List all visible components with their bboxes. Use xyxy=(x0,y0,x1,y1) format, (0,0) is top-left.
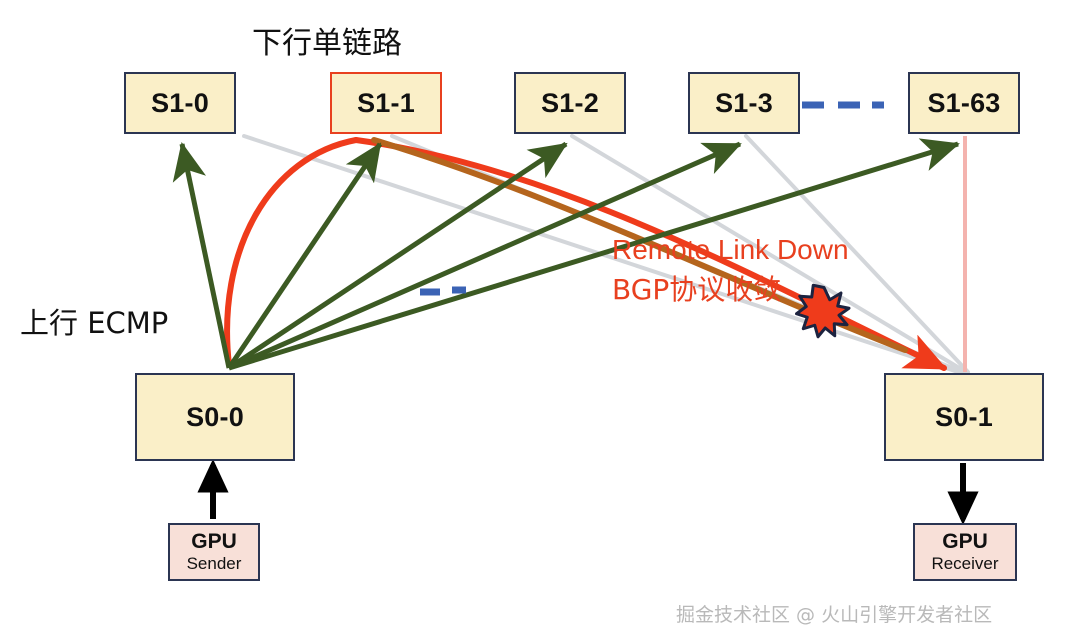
burst-icon xyxy=(795,283,851,339)
leaf-node-s0-0[interactable]: S0-0 xyxy=(135,373,295,461)
spine-node-label: S1-0 xyxy=(151,87,209,118)
leaf-node-label: S0-1 xyxy=(935,401,993,432)
gpu-sender-title: GPU xyxy=(191,530,237,554)
gpu-receiver-role: Receiver xyxy=(931,554,999,574)
gpu-sender-role: Sender xyxy=(186,554,242,574)
ellipsis-group xyxy=(420,101,884,296)
uplink-s1-1 xyxy=(226,142,383,370)
watermark: 掘金技术社区 @ 火山引擎开发者社区 xyxy=(676,604,993,626)
uplink-s1-63 xyxy=(228,138,960,371)
spine-node-label: S1-2 xyxy=(541,87,599,118)
fault-path-downlink xyxy=(353,137,948,371)
spine-node-s1-2[interactable]: S1-2 xyxy=(514,72,626,134)
uplink-group xyxy=(172,138,960,371)
uplink-caption: 上行 ECMP xyxy=(20,306,169,340)
spine-node-label: S1-1 xyxy=(357,87,415,118)
uplink-s1-2 xyxy=(227,141,568,371)
spine-node-s1-1[interactable]: S1-1 xyxy=(330,72,442,134)
fault-annotation-line2: BGP协议收敛 xyxy=(612,273,782,306)
leaf-node-label: S0-0 xyxy=(186,401,244,432)
gpu-sender-box[interactable]: GPU Sender xyxy=(168,523,260,581)
gpu-receiver-title: GPU xyxy=(942,530,988,554)
gpu-receiver-box[interactable]: GPU Receiver xyxy=(913,523,1017,581)
spine-node-s1-63[interactable]: S1-63 xyxy=(908,72,1020,134)
downlink-s1-3 xyxy=(744,134,970,374)
spine-node-s1-3[interactable]: S1-3 xyxy=(688,72,800,134)
uplink-s1-0 xyxy=(172,142,232,369)
spine-node-label: S1-3 xyxy=(715,87,773,118)
downlink-s1-2 xyxy=(570,134,968,374)
spine-node-s1-0[interactable]: S1-0 xyxy=(124,72,236,134)
spine-node-label: S1-63 xyxy=(927,87,1001,118)
downlink-caption: 下行单链路 xyxy=(252,26,402,61)
fault-annotation-line1: Remote Link Down xyxy=(612,234,849,265)
leaf-node-s0-1[interactable]: S0-1 xyxy=(884,373,1044,461)
fault-path-uplink-arc xyxy=(224,137,359,368)
uplink-s1-3 xyxy=(227,141,742,371)
